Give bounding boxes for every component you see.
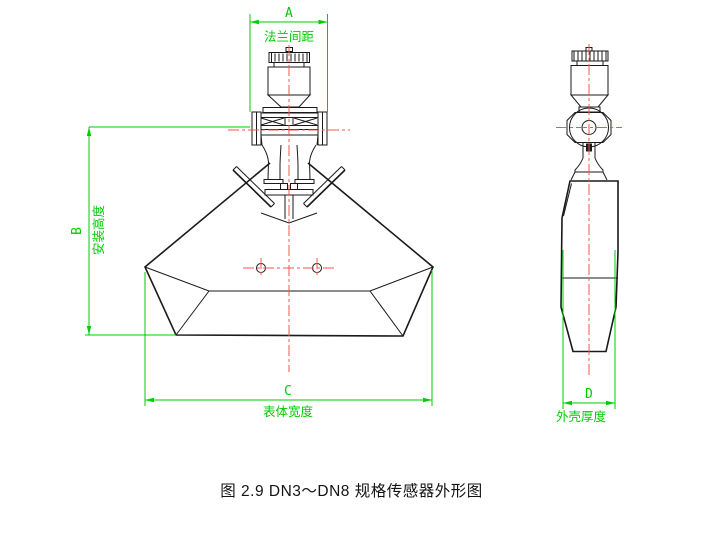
dimension-c: C 表体宽度 <box>144 270 433 419</box>
stem-bolt-right <box>290 183 298 190</box>
stem-foot-left <box>263 179 284 184</box>
stem-leg-left <box>261 144 282 180</box>
dim-d-letter: D <box>585 387 593 402</box>
dimension-b: B 安装高度 <box>70 126 250 336</box>
pad-right-inner <box>303 166 346 208</box>
dim-d-arrow-right <box>606 400 615 406</box>
dim-a-arrow-left <box>250 19 259 25</box>
pad-left-outer <box>232 169 272 208</box>
pad-left-inner <box>232 166 275 208</box>
dimension-d: D 外壳厚度 <box>556 250 616 424</box>
dim-a-letter: A <box>285 6 293 21</box>
side-cap-ribs <box>577 51 603 61</box>
center-post <box>284 117 294 125</box>
side-cap-step <box>576 60 604 66</box>
dimension-a: A 法兰间距 <box>249 6 328 112</box>
dim-a-label: 法兰间距 <box>264 30 314 44</box>
dim-c-arrow-left <box>145 397 154 403</box>
side-body-chamfer-line <box>563 183 572 217</box>
side-body-outline <box>560 180 619 353</box>
pipe-underside <box>260 134 319 146</box>
dim-b-arrow-bottom <box>86 326 92 335</box>
dim-b-letter: B <box>70 227 85 235</box>
pad-right-outer <box>306 169 346 208</box>
dim-c-letter: C <box>284 384 292 399</box>
dim-c-label: 表体宽度 <box>263 404 314 419</box>
centerlines <box>228 44 622 375</box>
dim-c-arrow-right <box>423 397 432 403</box>
dim-c-lines <box>144 270 433 406</box>
dim-b-arrow-top <box>86 127 92 136</box>
cap-ribs <box>274 53 304 62</box>
stem-foot-right <box>294 179 315 184</box>
v-groove-pads <box>232 166 346 208</box>
figure-caption: 图 2.9 DN3～DN8 规格传感器外形图 <box>220 483 483 500</box>
dim-a-lines <box>249 14 328 112</box>
flange-struts <box>260 117 318 126</box>
dim-d-arrow-left <box>563 400 572 406</box>
collar-plate <box>262 107 318 113</box>
dim-b-label: 安装高度 <box>91 205 106 256</box>
dim-b-lines <box>85 126 250 336</box>
side-neck <box>582 142 596 158</box>
dim-d-label: 外壳厚度 <box>556 409 607 424</box>
transmitter-stack <box>262 47 318 113</box>
stem-leg-right <box>296 144 317 180</box>
pipe-flange-octagon <box>566 112 612 143</box>
body-roof-line <box>260 212 318 224</box>
stem-bolt-left <box>280 183 288 190</box>
dim-a-arrow-right <box>318 19 328 25</box>
stem-shaft <box>284 195 294 219</box>
